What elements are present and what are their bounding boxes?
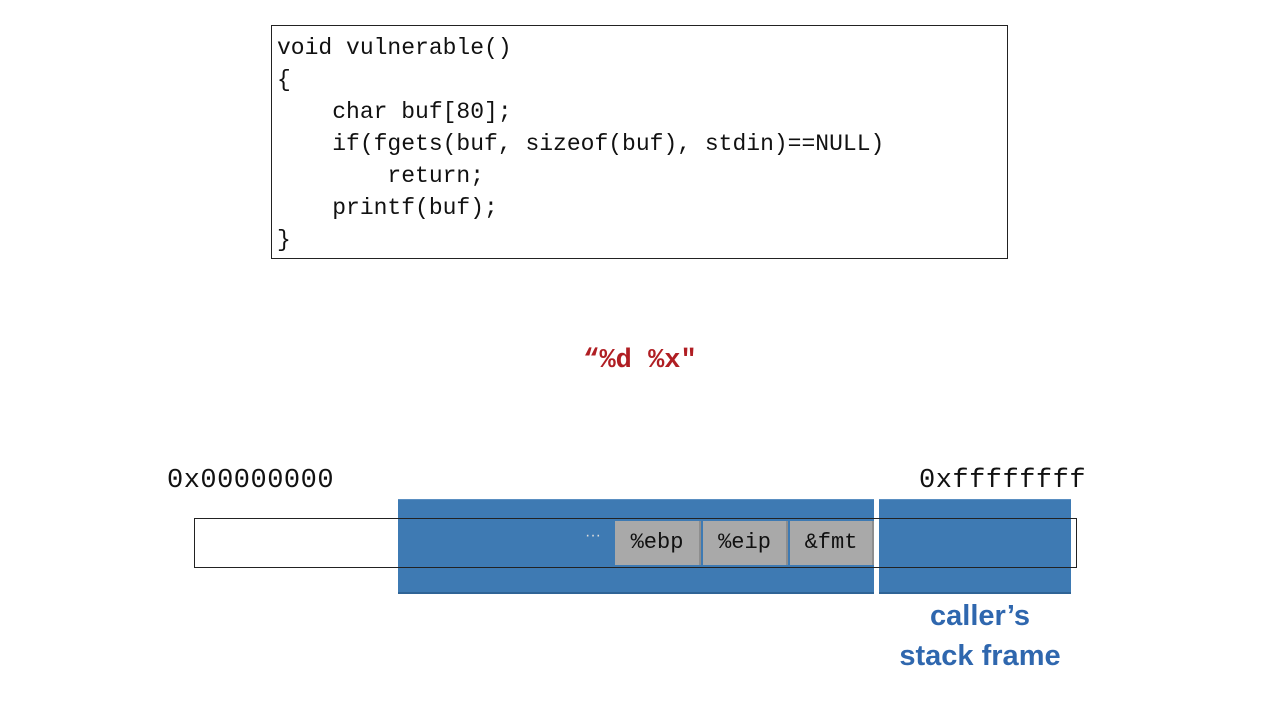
code-line-1: void vulnerable() [277, 35, 512, 61]
code-line-7: } [277, 227, 291, 253]
code-line-6: printf(buf); [277, 195, 498, 221]
stack-cell-eip: %eip [703, 521, 788, 565]
low-address-label: 0x00000000 [167, 466, 335, 496]
code-line-4: if(fgets(buf, sizeof(buf), stdin)==NULL) [277, 131, 885, 157]
high-address-label: 0xffffffff [919, 466, 1087, 496]
stack-cell-fmt: &fmt [790, 521, 874, 565]
stack-cell-ebp: %ebp [615, 521, 701, 565]
caller-label-line-2: stack frame [899, 640, 1061, 672]
ellipsis: ··· [585, 527, 601, 544]
code-line-2: { [277, 67, 291, 93]
format-string: “%d %x" [583, 346, 697, 376]
caller-label-line-1: caller’s [930, 600, 1030, 632]
caller-stack-frame-label: caller’s stack frame [870, 596, 1090, 676]
code-line-5: return; [277, 163, 485, 189]
memory-strip [194, 518, 1077, 568]
code-line-3: char buf[80]; [277, 99, 512, 125]
caller-stack-frame [879, 499, 1071, 594]
code-box: void vulnerable() { char buf[80]; if(fge… [271, 25, 1008, 259]
